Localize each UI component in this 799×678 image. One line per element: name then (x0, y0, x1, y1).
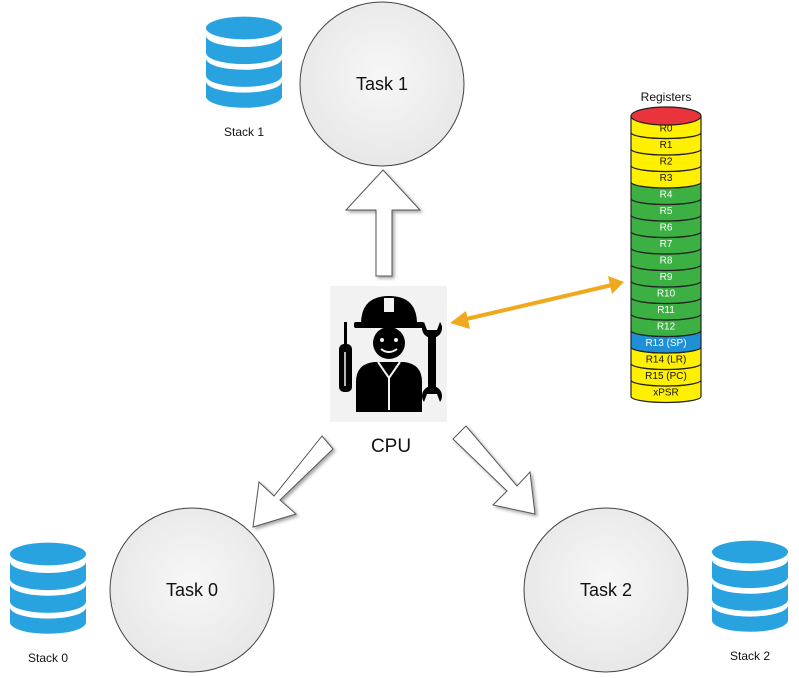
task2-label: Task 2 (580, 580, 632, 600)
task0-node: Task 0 (109, 507, 275, 673)
register-label: R0 (660, 123, 673, 134)
register-label: R11 (657, 305, 675, 316)
register-label: R6 (660, 222, 673, 233)
registers-title: Registers (641, 90, 692, 104)
stack0-label: Stack 0 (28, 651, 68, 665)
register-label: R2 (660, 156, 673, 167)
arrow-to-task2 (452, 425, 536, 515)
arrow-to-task0 (252, 435, 334, 528)
task0-label: Task 0 (166, 580, 218, 600)
register-label: R7 (660, 239, 673, 250)
cpu-label: CPU (371, 436, 411, 457)
stack2-label: Stack 2 (730, 649, 770, 663)
task2-node: Task 2 (523, 507, 689, 673)
register-label: R9 (660, 272, 673, 283)
stack1-label: Stack 1 (224, 125, 264, 139)
arrow-to-task1 (344, 169, 422, 277)
register-label: R13 (SP) (645, 338, 686, 349)
register-label: R14 (LR) (646, 354, 687, 365)
task1-label: Task 1 (356, 74, 408, 94)
stack0-database-icon (9, 542, 86, 634)
cpu-worker-icon (330, 286, 447, 422)
stack2-database-icon (712, 540, 788, 632)
task1-node: Task 1 (299, 1, 465, 167)
register-label: R5 (660, 206, 673, 217)
register-label: R10 (657, 288, 676, 299)
cpu-registers-link-arrow (450, 276, 624, 329)
register-label: xPSR (653, 387, 679, 398)
registers-stack: xPSR R15 (PC) R14 (LR) R13 (SP) R12 R11 R10 R9 R… (630, 106, 702, 404)
register-label: R3 (660, 173, 673, 184)
register-label: R4 (660, 189, 673, 200)
register-label: R1 (660, 140, 673, 151)
register-label: R12 (657, 321, 676, 332)
stack1-database-icon (206, 16, 282, 108)
register-label: R8 (660, 255, 673, 266)
register-label: R15 (PC) (645, 371, 687, 382)
registers-top-cap (630, 106, 702, 126)
